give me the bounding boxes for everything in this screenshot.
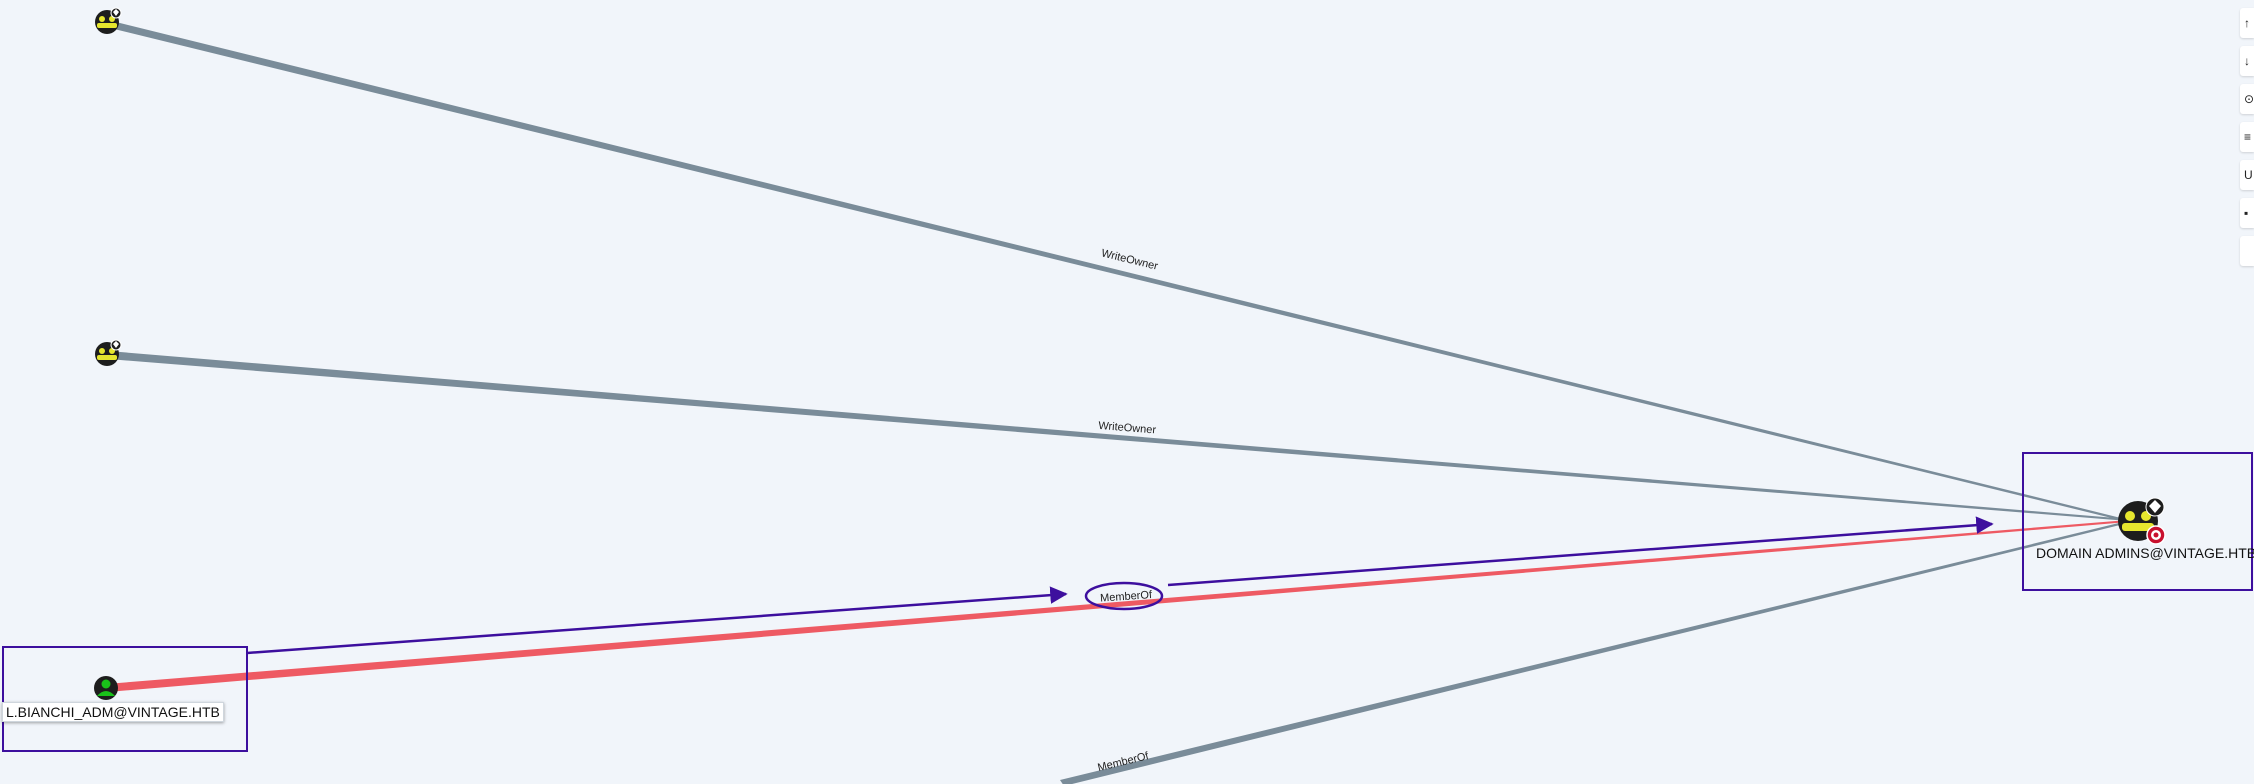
menu-icon[interactable]: ≡ <box>2240 122 2254 152</box>
graph-toolbar: ↑ ↓ ⊙ ≡ U ▪ <box>2240 0 2254 266</box>
l-bianchi-adm-node[interactable] <box>94 676 118 700</box>
l-bianchi-adm-selection-box[interactable] <box>2 646 248 752</box>
blank-icon[interactable] <box>2240 236 2254 266</box>
domain-admins-node[interactable] <box>2118 497 2166 545</box>
user-icon <box>97 679 115 696</box>
diamond-badge-icon <box>2145 497 2165 517</box>
memberof-label-selection[interactable] <box>1084 581 1164 611</box>
group-icon <box>97 16 117 28</box>
edge-writeowner-middle[interactable] <box>108 351 2128 521</box>
expand-icon[interactable]: ↑ <box>2240 8 2254 38</box>
group-node-middle[interactable] <box>95 339 122 366</box>
edge-label-writeowner-middle: WriteOwner <box>1098 420 1157 437</box>
center-icon[interactable]: ⊙ <box>2240 84 2254 114</box>
group-icon <box>97 348 117 360</box>
edge-label-memberof-path[interactable]: MemberOf <box>1100 589 1154 605</box>
target-icon <box>2146 525 2166 545</box>
attack-path-edge[interactable] <box>106 520 2128 692</box>
group-node-top[interactable] <box>95 7 122 34</box>
l-bianchi-adm-label: L.BIANCHI_ADM@VINTAGE.HTB <box>2 702 224 722</box>
diamond-badge-icon <box>110 7 122 19</box>
export-icon[interactable]: ▪ <box>2240 198 2254 228</box>
edge-memberof-bottom[interactable] <box>1060 521 2128 784</box>
collapse-icon[interactable]: ↓ <box>2240 46 2254 76</box>
selected-path-segment-2[interactable] <box>1167 516 1994 587</box>
domain-admins-selection-box[interactable] <box>2022 452 2253 591</box>
domain-admins-label: DOMAIN ADMINS@VINTAGE.HTB <box>2036 545 2254 561</box>
diamond-badge-icon <box>110 339 122 351</box>
edge-writeowner-top[interactable] <box>108 20 2129 522</box>
layout-icon[interactable]: U <box>2240 160 2254 190</box>
selected-path-segment-1[interactable] <box>246 586 1068 655</box>
